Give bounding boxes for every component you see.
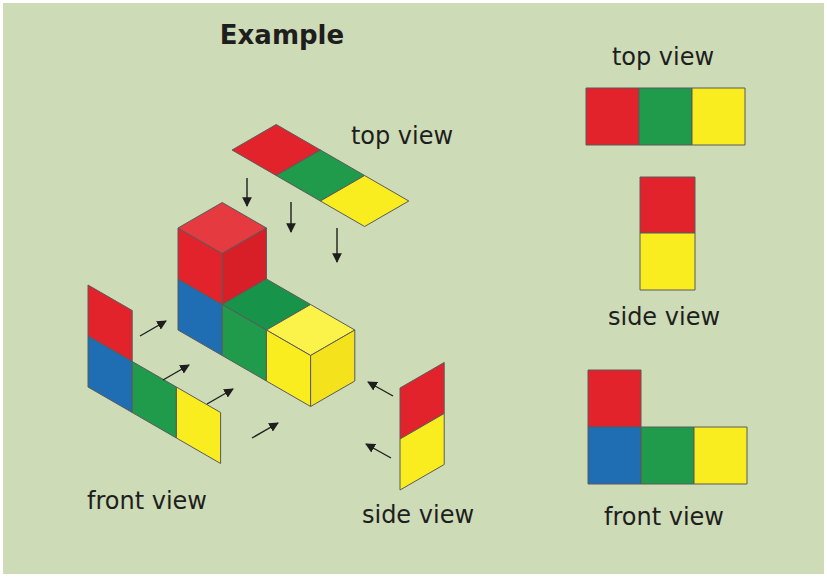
view-label: front view — [87, 488, 207, 516]
projection-face — [88, 336, 132, 413]
view-label: front view — [604, 504, 724, 532]
projection-arrow — [252, 423, 278, 438]
projection-arrow — [290, 202, 291, 232]
projection-arrow — [366, 444, 391, 458]
projection-arrow — [140, 321, 166, 336]
projection-face — [400, 414, 444, 491]
title: Example — [220, 21, 344, 51]
projection-face — [132, 362, 176, 439]
view-label: side view — [608, 304, 720, 332]
cube-face — [222, 305, 266, 382]
view-square — [639, 88, 692, 145]
view-label: side view — [362, 502, 474, 530]
view-square — [694, 427, 747, 484]
projection-arrow — [336, 228, 337, 262]
projection-arrow — [207, 389, 233, 404]
view-square — [640, 177, 695, 233]
cube-face — [311, 330, 355, 407]
view-square — [586, 88, 639, 145]
view-label: top view — [351, 123, 453, 151]
view-square — [588, 427, 641, 484]
projection-arrow — [163, 365, 189, 380]
view-label: top view — [612, 44, 714, 72]
view-square — [692, 88, 745, 145]
cube-face — [266, 330, 310, 407]
projection-face — [176, 387, 220, 464]
view-square — [641, 427, 694, 484]
projection-face — [320, 176, 408, 227]
view-square — [588, 370, 641, 427]
projection-arrow — [246, 178, 247, 206]
projection-arrow — [368, 382, 393, 396]
view-square — [640, 233, 695, 290]
